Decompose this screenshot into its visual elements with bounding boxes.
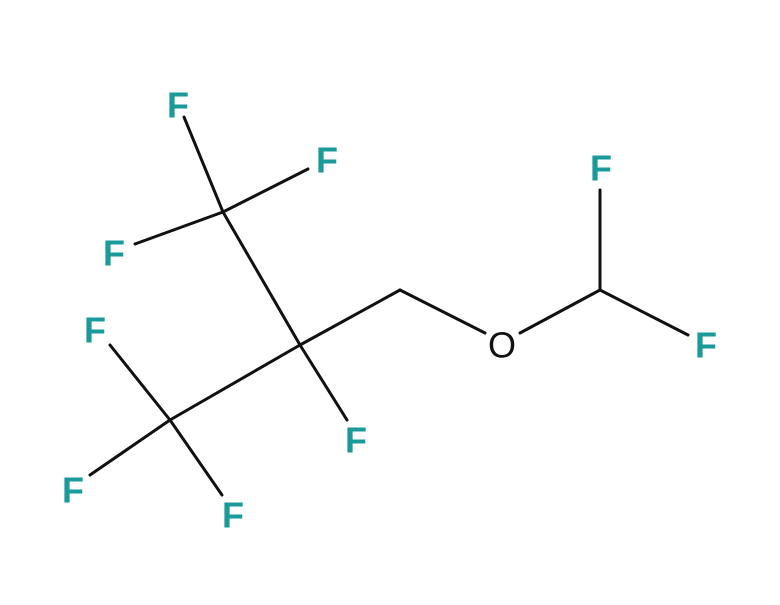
bond-c3-f6	[88, 418, 172, 477]
bond-c3-f7	[168, 418, 224, 497]
atom-f7: F	[222, 495, 244, 536]
atom-f3: F	[103, 233, 125, 274]
bond-c1-f2	[221, 167, 310, 214]
bond-o-c5	[518, 288, 602, 335]
bond-c5-f9	[598, 288, 690, 337]
atom-f4: F	[345, 420, 367, 461]
atom-f1: F	[167, 85, 189, 126]
bond-c1-f1	[182, 115, 225, 214]
bond-c2-f4	[298, 343, 349, 422]
atom-f5: F	[84, 310, 106, 351]
bond-c2-c4	[298, 288, 402, 347]
atom-labels: F F F F F F F O F F	[62, 85, 717, 536]
atom-f2: F	[316, 140, 338, 181]
bonds	[88, 115, 690, 497]
bond-c1-c2	[221, 210, 302, 347]
atom-o1: O	[488, 325, 516, 366]
bond-c2-c3	[168, 343, 302, 422]
atom-f6: F	[62, 470, 84, 511]
bond-c4-o	[398, 288, 487, 335]
atom-f8: F	[590, 148, 612, 189]
bond-c3-f5	[108, 343, 172, 422]
atom-f9: F	[695, 325, 717, 366]
bond-c1-f3	[133, 210, 225, 246]
